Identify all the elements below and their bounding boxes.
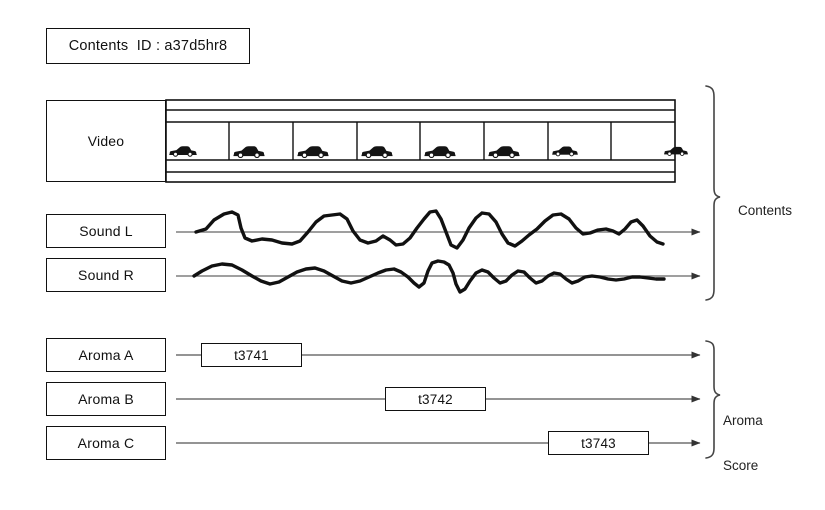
sound-left-waveform-group xyxy=(176,209,701,250)
aroma-score-brace xyxy=(705,340,721,459)
sound-left-waveform xyxy=(194,209,665,250)
sound-right-track-label: Sound R xyxy=(78,267,134,283)
contents-bracket-label: Contents xyxy=(723,188,792,233)
aroma-score-bracket-label: Aroma Score xyxy=(723,383,763,503)
aroma-c-time-marker-text: t3743 xyxy=(581,435,616,451)
video-filmstrip xyxy=(165,99,689,183)
aroma-a-track-label-box: Aroma A xyxy=(46,338,166,372)
aroma-a-time-marker-box: t3741 xyxy=(201,343,302,367)
aroma-b-track-label-box: Aroma B xyxy=(46,382,166,416)
aroma-c-track-label: Aroma C xyxy=(77,435,135,451)
aroma-b-time-marker-text: t3742 xyxy=(418,391,453,407)
aroma-a-time-marker-text: t3741 xyxy=(234,347,269,363)
aroma-a-track-label: Aroma A xyxy=(78,347,134,363)
video-track-label: Video xyxy=(87,133,125,149)
aroma-c-time-marker-box: t3743 xyxy=(548,431,649,455)
sound-right-waveform xyxy=(192,259,666,294)
sound-left-track-label: Sound L xyxy=(79,223,133,239)
contents-bracket-text: Contents xyxy=(738,203,793,218)
aroma-b-track-label: Aroma B xyxy=(78,391,134,407)
contents-brace xyxy=(705,85,721,301)
aroma-c-track-label-box: Aroma C xyxy=(46,426,166,460)
contents-id-text: Contents ID : a37d5hr8 xyxy=(68,38,228,54)
sound-right-waveform-group xyxy=(176,259,701,294)
aroma-score-bracket-text-line1: Aroma xyxy=(723,413,763,428)
contents-id-box: Contents ID : a37d5hr8 xyxy=(46,28,250,64)
video-track-label-box: Video xyxy=(46,100,166,182)
aroma-b-time-marker-box: t3742 xyxy=(385,387,486,411)
sound-right-track-label-box: Sound R xyxy=(46,258,166,292)
sound-left-track-label-box: Sound L xyxy=(46,214,166,248)
filmstrip-frame-dividers xyxy=(228,122,612,160)
aroma-score-bracket-text-line2: Score xyxy=(723,458,759,473)
